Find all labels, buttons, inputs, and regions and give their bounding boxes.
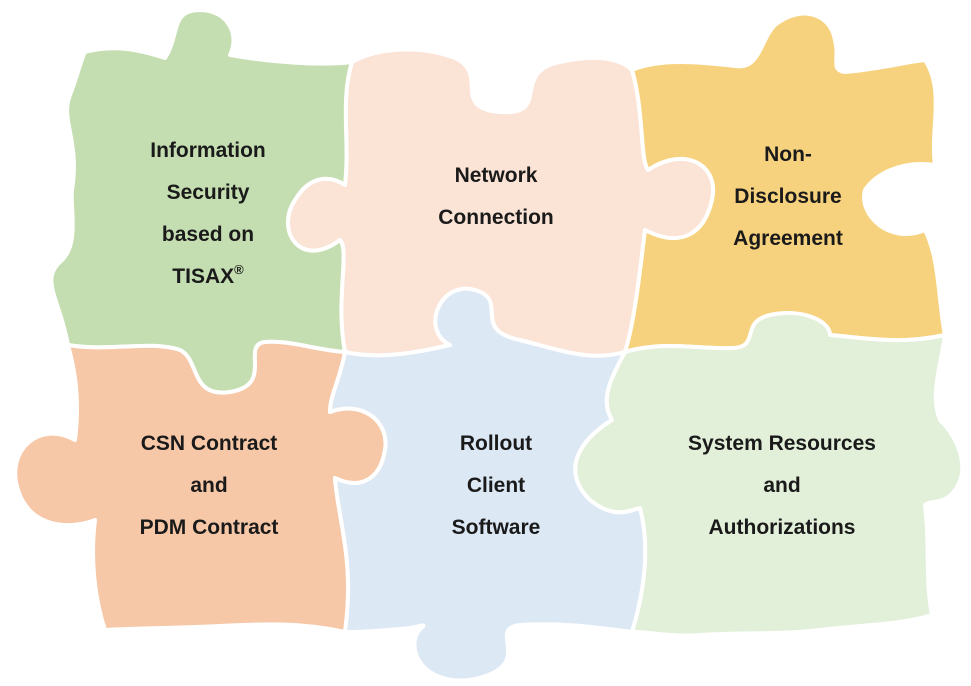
label-line: Network bbox=[454, 164, 538, 187]
puzzle-piece-nda bbox=[623, 11, 947, 354]
label-line: Software bbox=[451, 516, 541, 539]
label-nda: Non- Disclosure Agreement bbox=[733, 134, 843, 260]
label-line: Client bbox=[466, 474, 526, 497]
label-rollout: Rollout Client Software bbox=[452, 423, 541, 549]
label-line: Disclosure bbox=[734, 185, 842, 208]
label-line: System Resources bbox=[688, 432, 876, 455]
label-line: CSN Contract bbox=[140, 432, 278, 455]
label-system-resources: System Resources and Authorizations bbox=[688, 423, 876, 549]
label-line: Authorizations bbox=[708, 516, 856, 539]
label-info-security: Information Security based on TISAX® bbox=[150, 130, 266, 298]
label-line: and bbox=[190, 474, 228, 497]
label-line: and bbox=[763, 474, 801, 497]
puzzle-piece-rollout bbox=[328, 286, 648, 683]
label-line: based on bbox=[161, 223, 255, 246]
label-line: PDM Contract bbox=[139, 516, 279, 539]
label-line: Agreement bbox=[733, 227, 843, 250]
label-line: TISAX® bbox=[150, 256, 266, 298]
label-line: Non- bbox=[764, 143, 812, 166]
label-line: Security bbox=[166, 181, 250, 204]
registered-mark: ® bbox=[234, 262, 244, 277]
label-line: Connection bbox=[438, 206, 554, 229]
label-network-connection: Network Connection bbox=[438, 155, 554, 239]
puzzle-piece-system-resources bbox=[573, 310, 965, 638]
label-line: Rollout bbox=[459, 432, 533, 455]
label-csn-pdm: CSN Contract and PDM Contract bbox=[140, 423, 279, 549]
label-line: Information bbox=[150, 139, 266, 162]
label-text: TISAX bbox=[172, 265, 235, 288]
